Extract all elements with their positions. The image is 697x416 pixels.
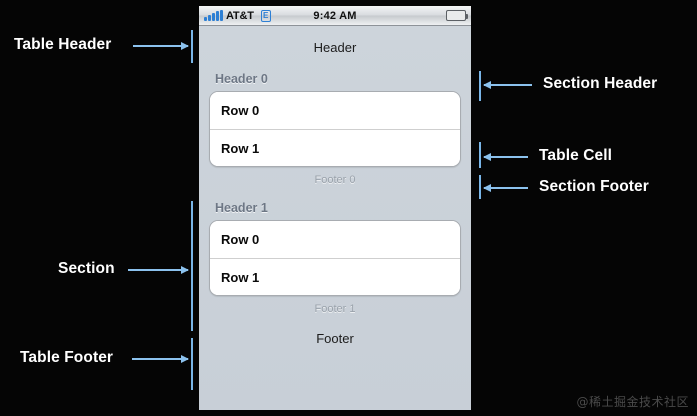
edge-network-icon: E bbox=[260, 9, 271, 22]
annotation-arrow-section bbox=[128, 266, 189, 274]
cell-group-0: Row 0 Row 1 bbox=[209, 91, 461, 167]
signal-bars-icon bbox=[204, 10, 223, 21]
carrier-label: AT&T bbox=[226, 9, 254, 22]
iphone-screen: AT&T E 9:42 AM Header Header 0 Row 0 Row… bbox=[199, 6, 471, 410]
table-cell[interactable]: Row 1 bbox=[210, 258, 460, 295]
table-cell[interactable]: Row 1 bbox=[210, 129, 460, 166]
section-footer-1: Footer 1 bbox=[314, 303, 356, 315]
annotation-bar-section-header bbox=[479, 71, 481, 101]
annotation-arrow-section-header bbox=[483, 81, 532, 89]
table-cell[interactable]: Row 0 bbox=[210, 92, 460, 129]
watermark: @稀土掘金技术社区 bbox=[576, 395, 689, 409]
annotation-label-table-header: Table Header bbox=[14, 36, 112, 53]
section-0: Header 0 Row 0 Row 1 Footer 0 bbox=[199, 59, 471, 188]
table-header: Header bbox=[313, 40, 357, 55]
battery-icon bbox=[446, 10, 468, 21]
annotation-bar-section-footer bbox=[479, 175, 481, 199]
annotation-bar-table-footer bbox=[191, 338, 193, 390]
annotation-label-table-footer: Table Footer bbox=[20, 349, 114, 366]
cell-group-1: Row 0 Row 1 bbox=[209, 220, 461, 296]
annotation-arrow-table-header bbox=[133, 42, 189, 50]
section-1: Header 1 Row 0 Row 1 Footer 1 bbox=[199, 188, 471, 317]
annotation-label-section-header: Section Header bbox=[543, 75, 658, 92]
annotation-bar-table-header bbox=[191, 30, 193, 63]
annotation-bar-table-cell bbox=[479, 142, 481, 168]
section-header-1: Header 1 bbox=[215, 201, 268, 215]
section-header-0: Header 0 bbox=[215, 72, 268, 86]
table-view[interactable]: Header Header 0 Row 0 Row 1 Footer 0 Hea… bbox=[199, 26, 471, 410]
table-footer: Footer bbox=[316, 331, 354, 346]
annotation-arrow-table-cell bbox=[483, 153, 528, 161]
status-bar: AT&T E 9:42 AM bbox=[199, 6, 471, 26]
annotation-label-table-cell: Table Cell bbox=[539, 147, 613, 164]
table-cell[interactable]: Row 0 bbox=[210, 221, 460, 258]
annotation-label-section: Section bbox=[58, 260, 115, 277]
section-footer-0: Footer 0 bbox=[314, 174, 356, 186]
annotation-arrow-section-footer bbox=[483, 184, 528, 192]
annotation-bar-section bbox=[191, 201, 193, 331]
annotation-arrow-table-footer bbox=[132, 355, 189, 363]
annotation-label-section-footer: Section Footer bbox=[539, 178, 649, 195]
